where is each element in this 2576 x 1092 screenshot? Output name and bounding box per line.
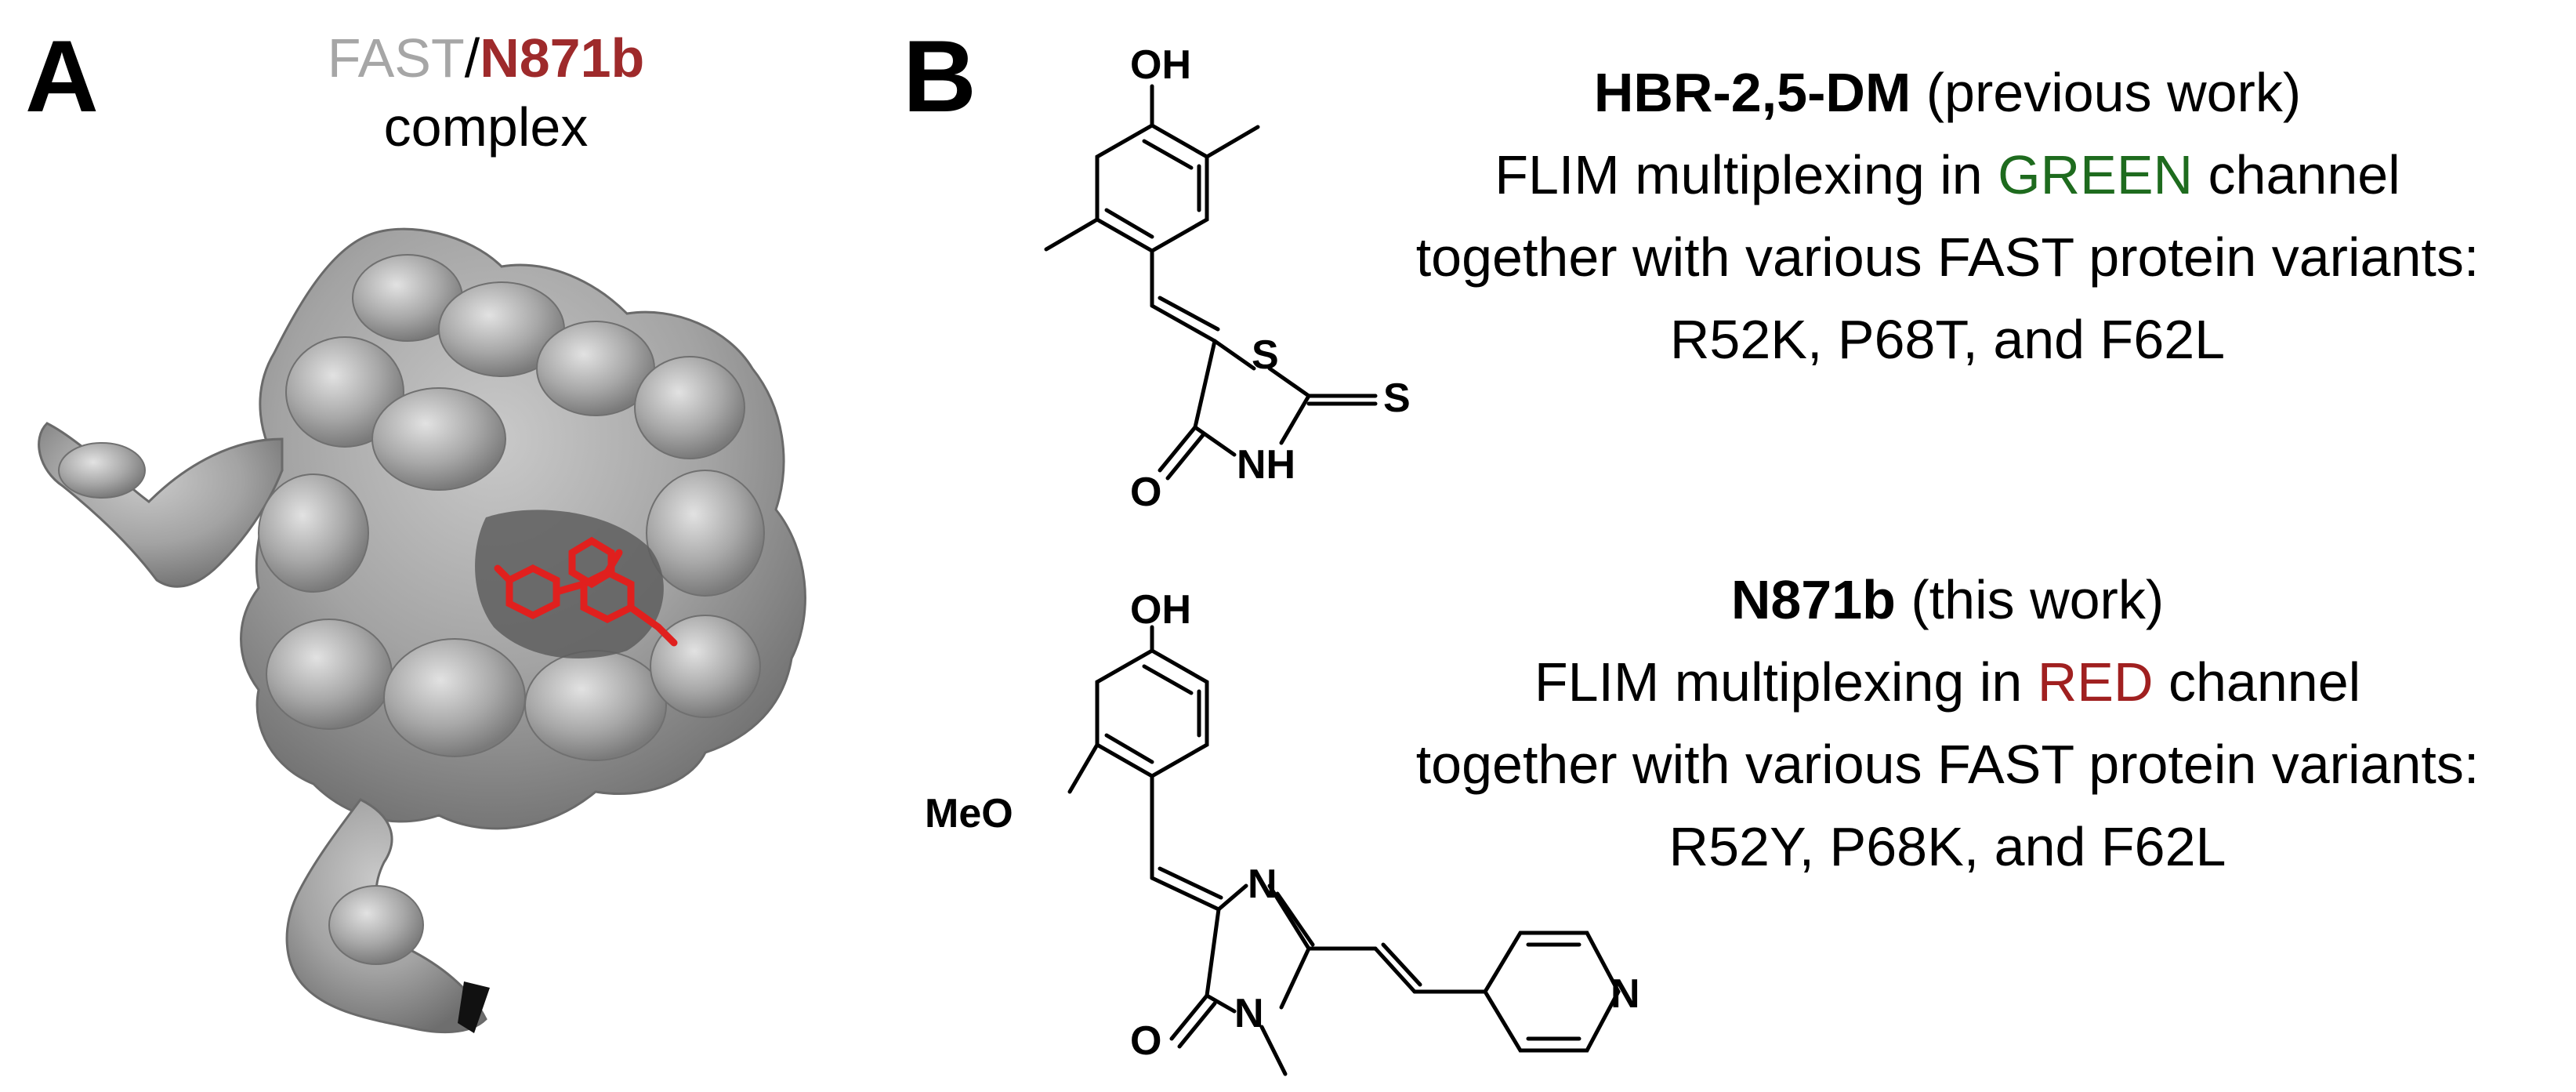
compound-2-name: N871b xyxy=(1730,569,1896,630)
chemical-structures: OH S S NH O OH MeO N N xyxy=(925,42,1640,1076)
binding-pocket xyxy=(475,510,664,658)
structure-n871b xyxy=(1067,625,1621,1076)
protein-surface-lobes xyxy=(58,254,765,965)
atom-n-ring-2: N xyxy=(1248,862,1277,907)
compound-1-note: (previous work) xyxy=(1926,62,2302,123)
compound-1-line2-pre: FLIM multiplexing in xyxy=(1495,144,1983,205)
panel-a-title: FAST/N871b complex xyxy=(235,24,737,161)
atom-meo-2: MeO xyxy=(925,791,1013,836)
compound-1-line3: together with various FAST protein varia… xyxy=(1415,227,2480,288)
compound-1-channel: GREEN xyxy=(1998,144,2194,205)
title-ligand-name: N871b xyxy=(480,27,645,89)
protein-tail-end xyxy=(458,981,490,1033)
compound-1-name: HBR-2,5-DM xyxy=(1593,62,1911,123)
atom-o-2: O xyxy=(1130,1018,1161,1064)
compound-2-line2-post: channel xyxy=(2168,651,2361,713)
description-compound-1: HBR-2,5-DM (previous work) FLIM multiple… xyxy=(1332,52,2563,381)
compound-1-line2-post: channel xyxy=(2208,144,2400,205)
compound-1-variants: R52K, P68T, and F62L xyxy=(1669,309,2226,370)
title-complex-word: complex xyxy=(383,96,589,158)
title-protein-name: FAST xyxy=(327,27,465,89)
atom-nh-1: NH xyxy=(1237,442,1295,488)
compound-2-line3: together with various FAST protein varia… xyxy=(1415,734,2480,795)
structure-hbr-2-5-dm xyxy=(1044,84,1378,481)
panel-letter-a: A xyxy=(25,19,99,133)
compound-2-channel: RED xyxy=(2037,651,2154,713)
atom-oh-2: OH xyxy=(1130,587,1191,633)
compound-2-variants: R52Y, P68K, and F62L xyxy=(1668,816,2226,877)
atom-oh-1: OH xyxy=(1130,42,1191,88)
structure-2-atom-labels: OH MeO N N O N xyxy=(925,587,1640,1064)
title-separator: / xyxy=(464,27,480,89)
atom-s-thione-1: S xyxy=(1383,375,1411,421)
description-compound-2: N871b (this work) FLIM multiplexing in R… xyxy=(1332,559,2563,888)
atom-n-methyl-2: N xyxy=(1234,991,1264,1036)
atom-n-pyridine-2: N xyxy=(1610,971,1640,1017)
protein-left-arm xyxy=(38,422,284,588)
structure-1-atom-labels: OH S S NH O xyxy=(1130,42,1411,515)
panel-letter-b: B xyxy=(903,19,976,133)
atom-s-ring-1: S xyxy=(1252,332,1279,378)
compound-2-line2-pre: FLIM multiplexing in xyxy=(1534,651,2023,713)
ligand-n871b-sticks xyxy=(494,536,678,647)
compound-2-note: (this work) xyxy=(1911,569,2165,630)
atom-o-1: O xyxy=(1130,470,1161,515)
protein-surface-image xyxy=(38,227,806,1033)
protein-tail xyxy=(285,798,487,1033)
